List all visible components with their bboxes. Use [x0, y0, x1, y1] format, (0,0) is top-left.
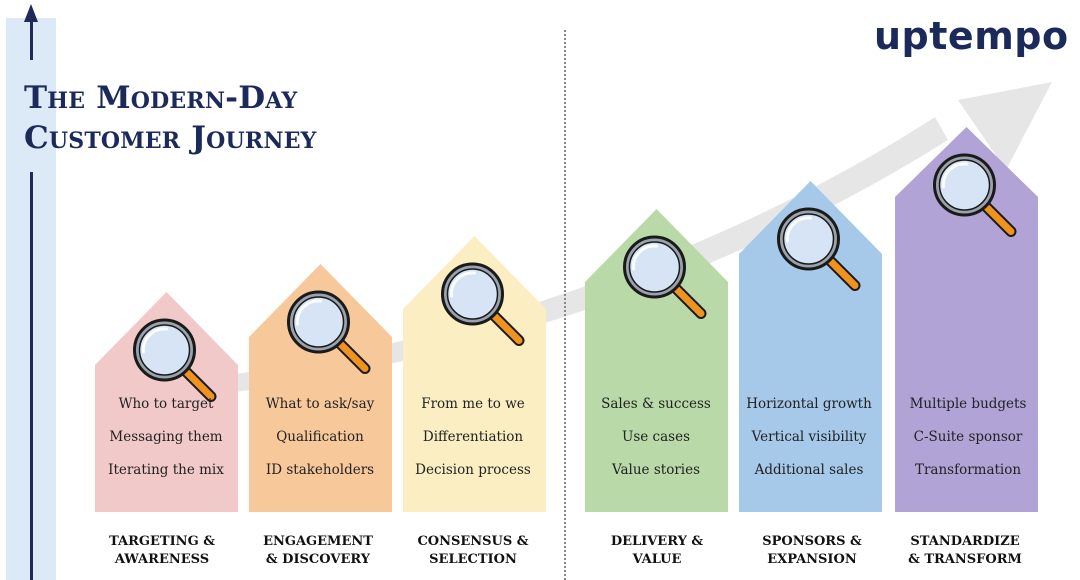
stage-6-item-1: Multiple budgets: [909, 396, 1027, 412]
stage-5-items: Horizontal growth Vertical visibility Ad…: [734, 394, 884, 493]
stage-6-item-3: Transformation: [914, 462, 1022, 478]
stage-3-house: [403, 236, 546, 512]
stage-3-items: From me to we Differentiation Decision p…: [398, 394, 548, 493]
stage-4-item-3: Value stories: [611, 462, 701, 478]
stage-5-label: SPONSORS & EXPANSION: [762, 534, 862, 567]
magnifying-glass-icon: [623, 235, 707, 319]
stage-6-item-2: C-Suite sponsor: [913, 429, 1023, 445]
timeline-line-bottom: [30, 172, 33, 580]
stage-6-items: Multiple budgets C-Suite sponsor Transfo…: [893, 394, 1043, 493]
page-title: The Modern-Day Customer Journey: [24, 78, 317, 158]
stage-1-item-1: Who to target: [118, 396, 214, 412]
stage-4-label: DELIVERY & VALUE: [610, 534, 704, 567]
magnifying-glass-icon: [933, 153, 1017, 237]
stage-1-house: [95, 292, 238, 512]
stage-4-item-2: Use cases: [621, 429, 691, 445]
uptempo-logo: uptempo: [874, 14, 1069, 58]
stage-3-item-2: Differentiation: [422, 429, 524, 445]
magnifiers: [133, 153, 1017, 402]
title-line-2: Customer Journey: [24, 120, 317, 156]
stage-2-item-2: Qualification: [276, 429, 364, 445]
stage-1-items: Who to target Messaging them Iterating t…: [91, 394, 241, 493]
stage-houses: [95, 127, 1038, 512]
stage-4-item-1: Sales & success: [601, 396, 711, 412]
magnifying-glass-icon: [777, 207, 861, 291]
stage-1-item-3: Iterating the mix: [108, 462, 224, 478]
phase-divider: [564, 30, 566, 580]
up-arrow-icon: [24, 4, 38, 22]
stage-6-label: STANDARDIZE & TRANSFORM: [908, 534, 1022, 567]
stage-4-house: [585, 209, 728, 512]
stage-1-item-2: Messaging them: [109, 429, 223, 445]
stage-1-label: TARGETING & AWARENESS: [109, 534, 215, 567]
stage-5-house: [739, 181, 882, 512]
title-line-1: The Modern-Day: [24, 80, 298, 116]
stage-2-items: What to ask/say Qualification ID stakeho…: [245, 394, 395, 493]
magnifying-glass-icon: [441, 262, 525, 346]
stage-4-items: Sales & success Use cases Value stories: [581, 394, 731, 493]
stage-5-item-3: Additional sales: [754, 462, 864, 478]
stage-3-item-3: Decision process: [415, 462, 531, 478]
stage-2-label: ENGAGEMENT & DISCOVERY: [263, 534, 373, 567]
stage-3-label: CONSENSUS & SELECTION: [417, 534, 529, 567]
timeline-line-top: [30, 20, 33, 60]
stage-5-item-2: Vertical visibility: [751, 429, 867, 445]
stage-2-house: [249, 264, 392, 512]
stage-3-item-1: From me to we: [421, 396, 525, 412]
stage-2-item-1: What to ask/say: [265, 396, 375, 412]
magnifying-glass-icon: [287, 290, 371, 374]
stage-5-item-1: Horizontal growth: [746, 396, 872, 412]
stage-2-item-3: ID stakeholders: [265, 462, 375, 478]
magnifying-glass-icon: [133, 318, 217, 402]
